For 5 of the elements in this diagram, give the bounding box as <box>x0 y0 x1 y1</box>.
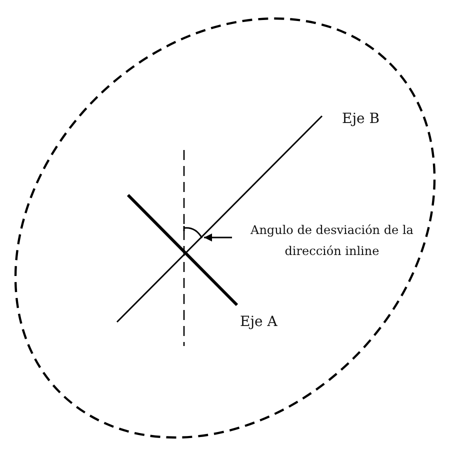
axis-label: Eje B <box>342 111 380 127</box>
angle-arc <box>182 225 204 241</box>
axis-label: Eje A <box>240 314 278 330</box>
leader-line <box>204 234 232 242</box>
annotation-text: Angulo de desviación de la dirección inline <box>250 222 414 260</box>
